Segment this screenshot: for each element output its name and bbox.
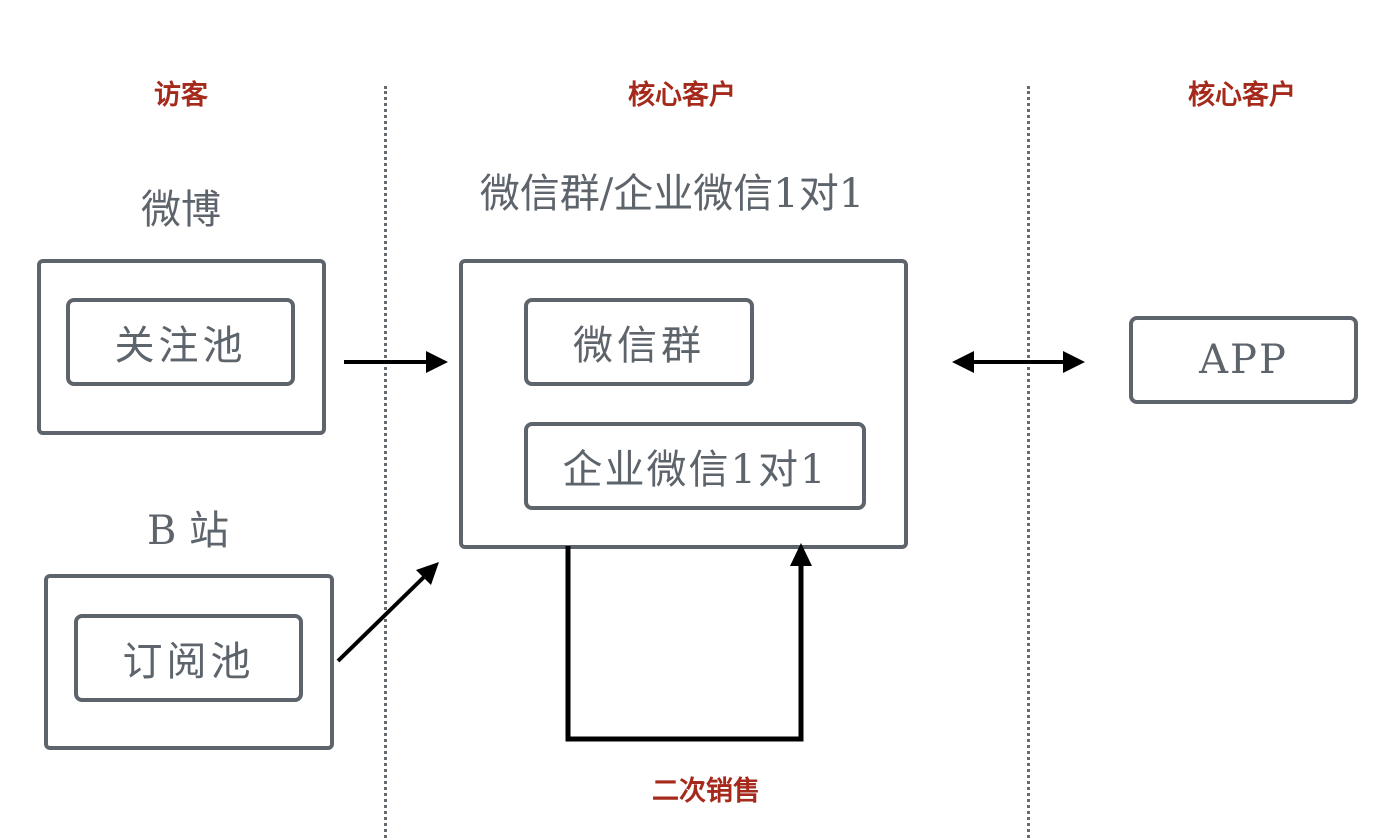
wechat-title: 微信群/企业微信1对1: [479, 171, 865, 217]
app-box: APP: [1129, 316, 1358, 404]
weibo-title: 微博: [141, 187, 221, 233]
header-visitor: 访客: [154, 80, 208, 111]
repeat-sales-label: 二次销售: [652, 776, 760, 807]
arrow-bilibili-to-wechat: [336, 562, 439, 663]
header-core-customer-wechat: 核心客户: [628, 80, 736, 111]
header-core-customer-app: 核心客户: [1188, 80, 1296, 111]
wechat-group: 微信群: [524, 298, 754, 386]
bilibili-subscription-pool: 订阅池: [74, 614, 303, 702]
column-divider-left: [384, 86, 387, 838]
column-divider-right: [1027, 86, 1030, 838]
arrow-repeat-sales-loop: [565, 543, 812, 742]
arrow-weibo-to-wechat: [344, 351, 448, 373]
bilibili-title: B 站: [146, 508, 230, 554]
work-wechat-one-on-one: 企业微信1对1: [524, 422, 866, 510]
arrow-wechat-app-bidirectional: [952, 351, 1085, 373]
weibo-follow-pool: 关注池: [66, 298, 295, 386]
